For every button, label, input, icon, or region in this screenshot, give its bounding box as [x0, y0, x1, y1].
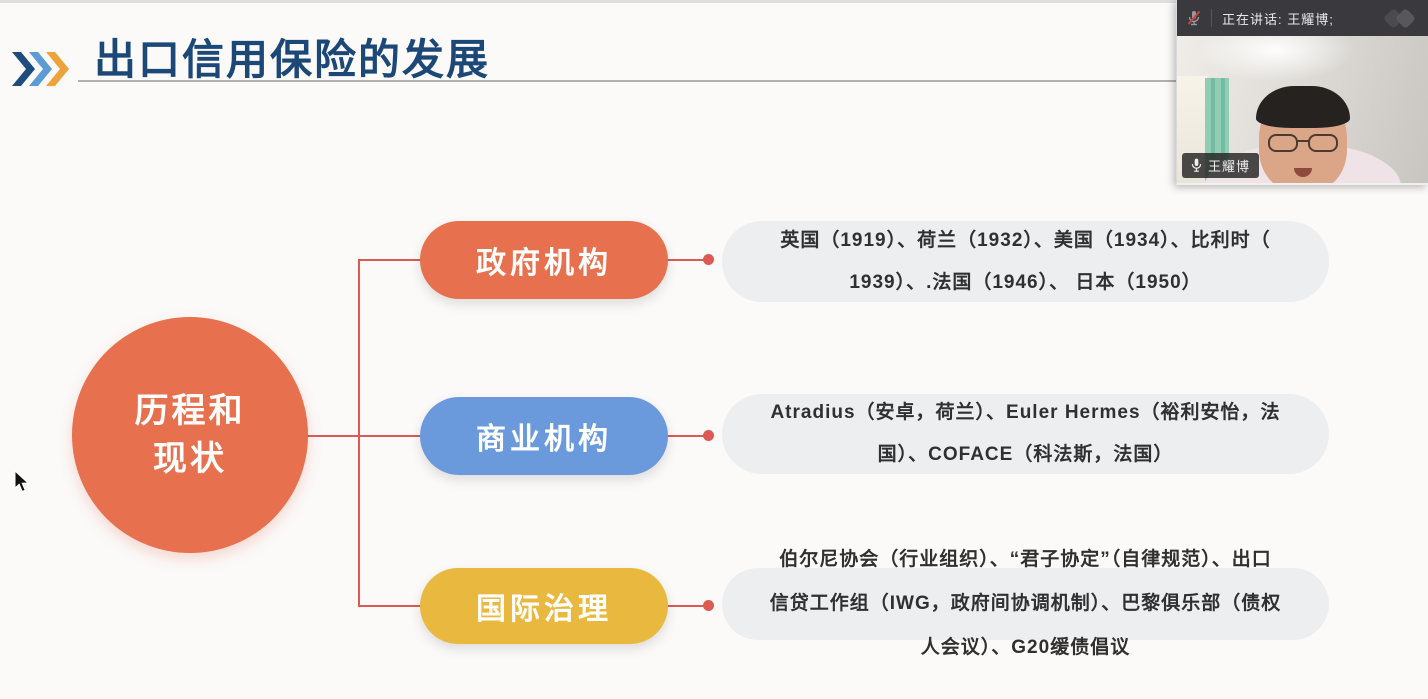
connector-note-2 [668, 435, 708, 437]
branch-label: 国际治理 [476, 593, 612, 626]
note-line: Atradius（安卓，荷兰）、Euler Hermes（裕利安怡，法 [770, 402, 1281, 423]
root-node-label-line2: 现状 [153, 440, 227, 478]
participant-hair [1255, 86, 1350, 128]
mic-icon [1191, 158, 1202, 172]
participant-mouth [1293, 168, 1312, 177]
meeting-status-bar: 正在讲话: 王耀博; [1177, 0, 1428, 36]
note-text-government: 英国（1919）、荷兰（1932）、美国（1934）、比利时（ 1939）、.法… [722, 221, 1329, 302]
connector-note-1 [668, 259, 708, 261]
participant-glasses [1267, 134, 1338, 152]
connector-root [307, 435, 359, 437]
note-line: 英国（1919）、荷兰（1932）、美国（1934）、比利时（ [780, 229, 1271, 251]
participant-name: 王耀博 [1208, 159, 1251, 174]
branch-label: 政府机构 [476, 247, 612, 280]
note-line: 人会议）、G20缓债倡议 [920, 637, 1131, 658]
note-box-governance [722, 568, 1329, 640]
note-box-commercial [722, 394, 1329, 474]
note-text-governance: 伯尔尼协会（行业组织）、“君子协定”（自律规范）、出口 信贷工作组（IWG，政府… [722, 538, 1329, 670]
meeting-logo-icon [1384, 9, 1415, 28]
connector-trunk [358, 259, 360, 607]
connector-dot-2 [703, 430, 714, 441]
ceiling-light-glare [1195, 36, 1355, 82]
speaking-status-text: 正在讲话: 王耀博; [1222, 11, 1334, 27]
note-line: 1939）、.法国（1946）、 日本（1950） [849, 271, 1202, 293]
slide-top-edge [0, 0, 1428, 3]
note-line: 伯尔尼协会（行业组织）、“君子协定”（自律规范）、出口 [779, 549, 1272, 570]
connector-dot-1 [703, 254, 714, 265]
mouse-cursor [14, 470, 30, 493]
branch-node-government: 政府机构 [420, 221, 668, 299]
slide-title: 出口信用保险的发展 [94, 36, 491, 83]
connector-branch-3 [360, 605, 420, 607]
note-line: 国）、COFACE（科法斯，法国） [877, 444, 1174, 465]
connector-branch-2 [360, 435, 420, 437]
branch-label: 商业机构 [476, 423, 612, 456]
connector-branch-1 [360, 259, 420, 261]
note-box-government [722, 221, 1329, 302]
note-line: 信贷工作组（IWG，政府间协调机制）、巴黎俱乐部（债权 [769, 593, 1282, 614]
webcam-overlay-window[interactable]: 正在讲话: 王耀博; [1176, 0, 1428, 185]
branch-node-commercial: 商业机构 [420, 397, 668, 475]
connector-note-3 [668, 605, 708, 607]
webcam-video: 王耀博 [1177, 36, 1428, 183]
mindmap-root-node: 历程和 现状 [72, 317, 308, 553]
root-node-label-line1: 历程和 [134, 392, 246, 430]
title-underline [78, 80, 1176, 82]
connector-dot-3 [703, 600, 714, 611]
status-bar-divider [1211, 9, 1212, 27]
muted-mic-icon [1187, 10, 1201, 26]
note-text-commercial: Atradius（安卓，荷兰）、Euler Hermes（裕利安怡，法 国）、C… [722, 394, 1329, 474]
participant-name-tag: 王耀博 [1182, 153, 1260, 178]
branch-node-governance: 国际治理 [420, 568, 668, 644]
title-chevrons-icon [12, 52, 69, 86]
